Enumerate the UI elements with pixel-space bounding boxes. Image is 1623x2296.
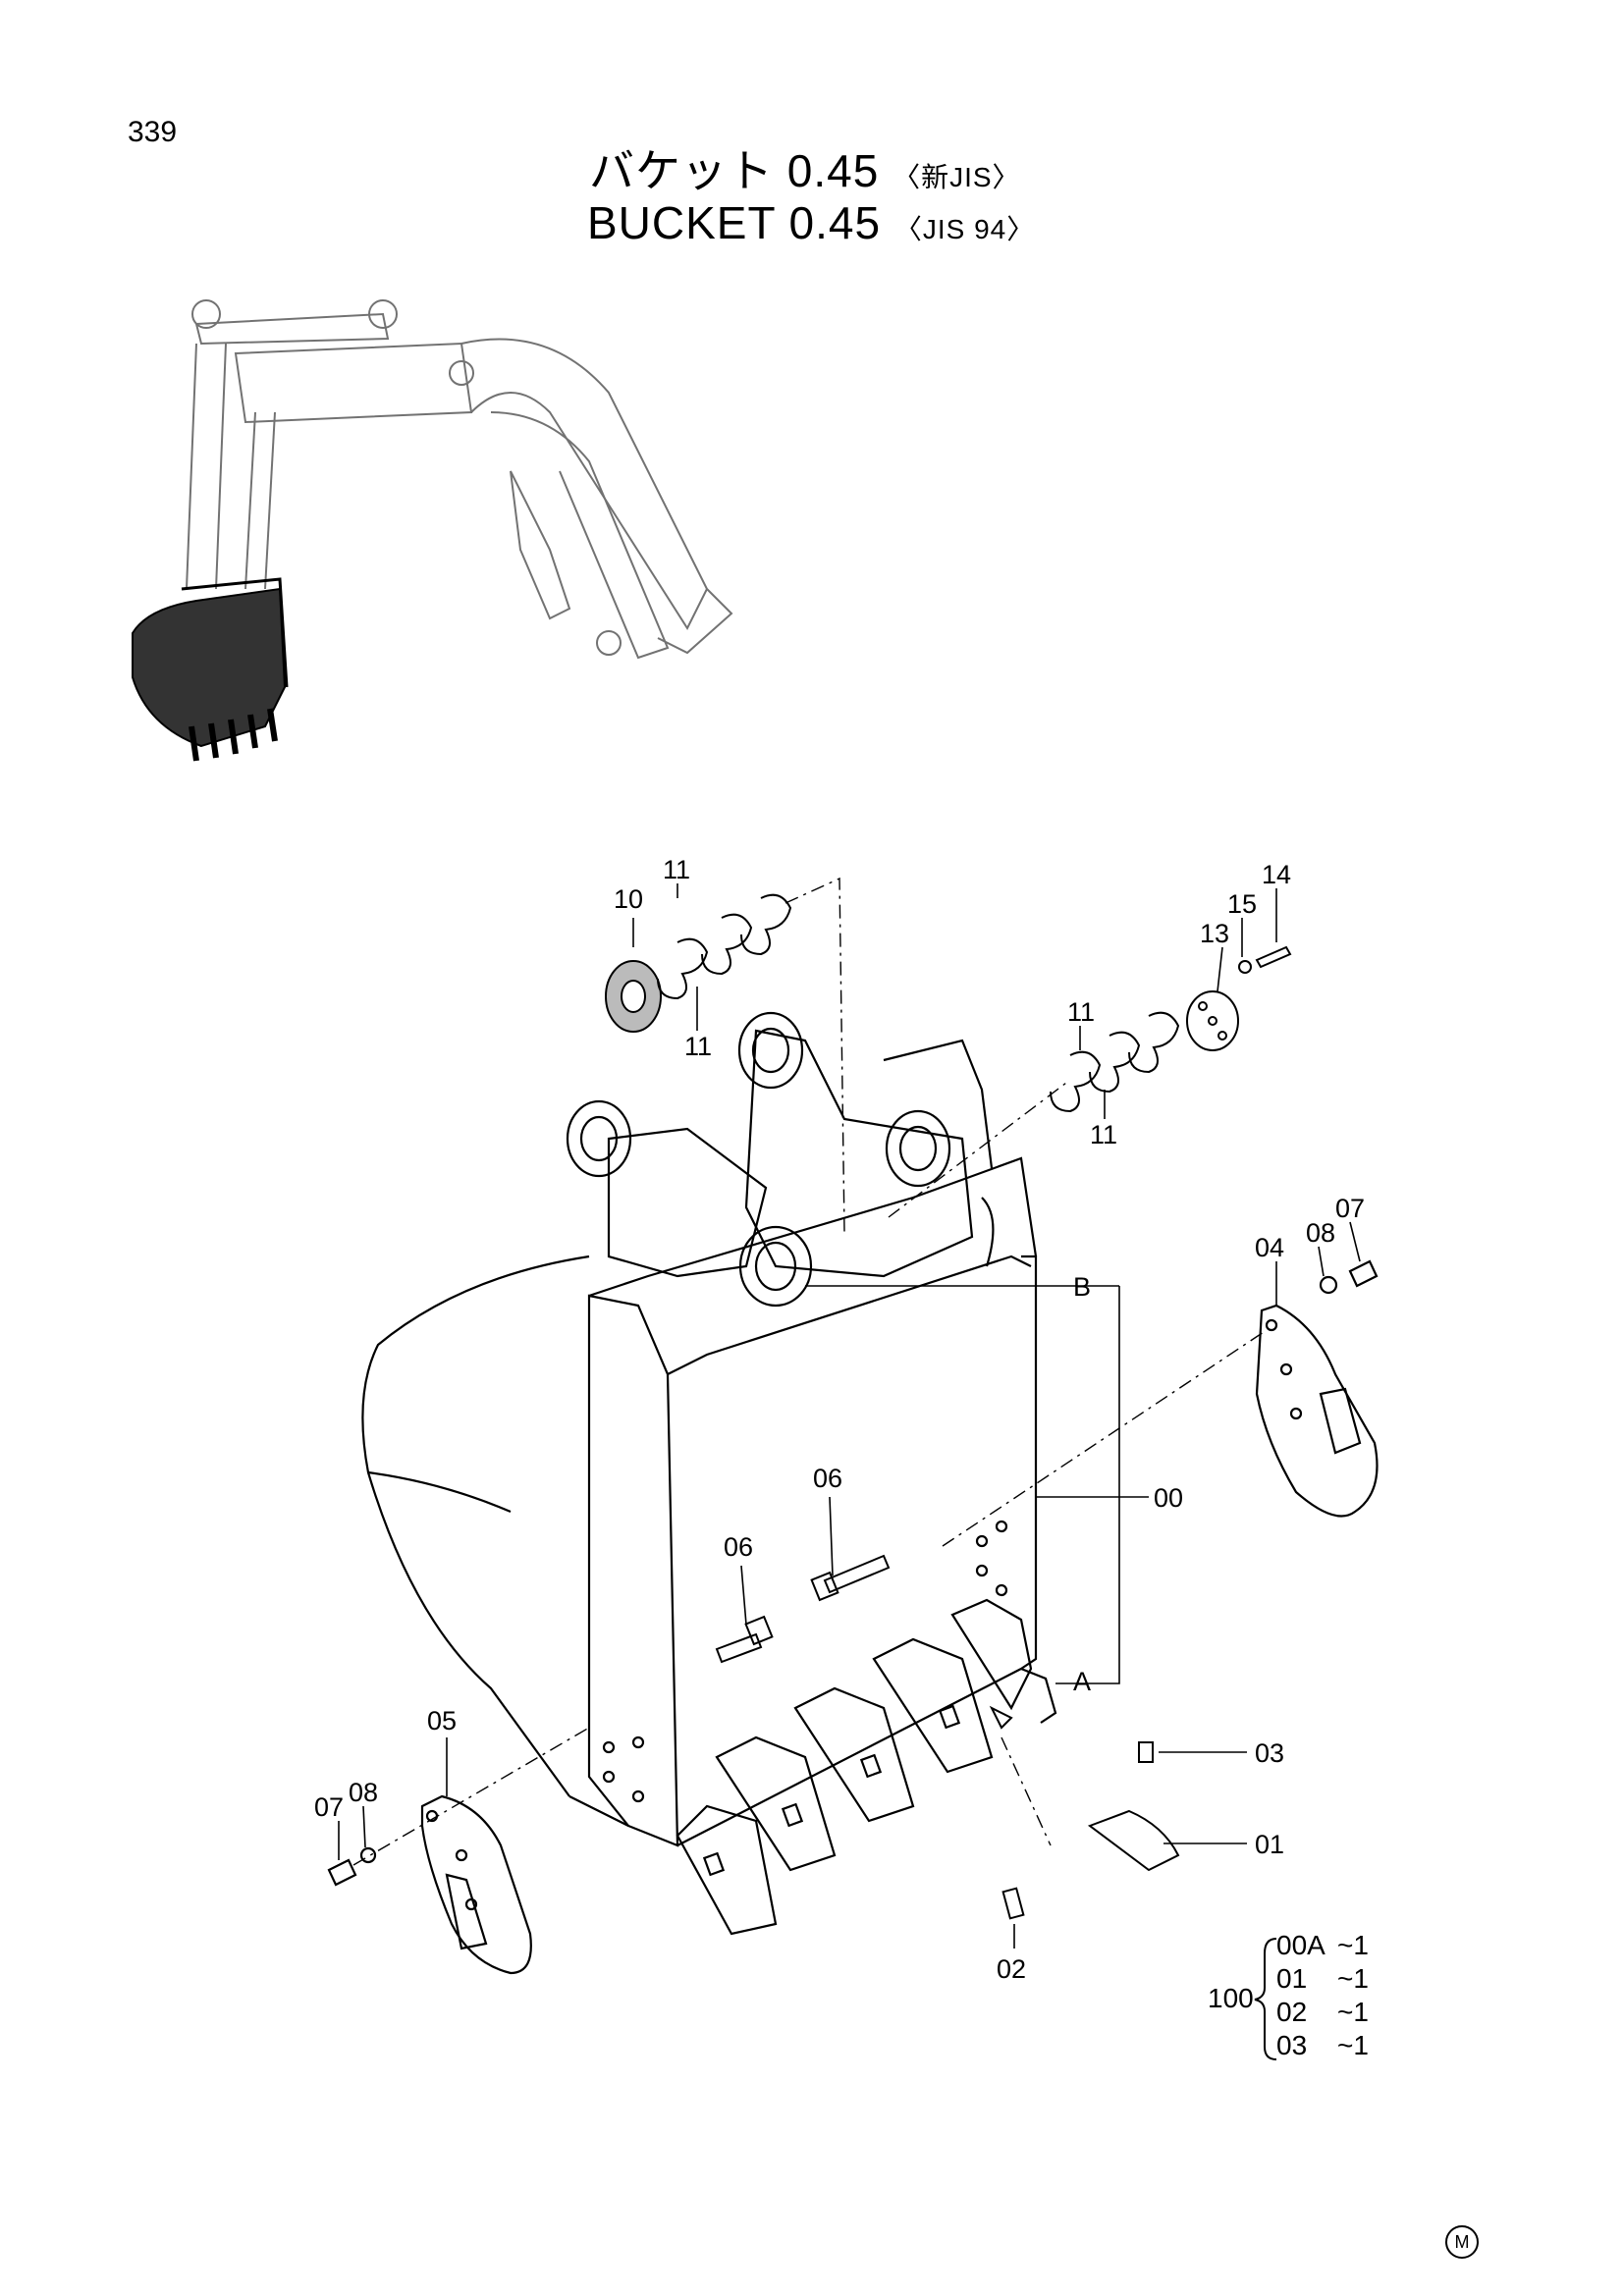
callout-05: 05: [427, 1706, 457, 1735]
side-cutter-left: [327, 1794, 532, 1975]
kit-item: 03~1: [1276, 2030, 1369, 2060]
callout-06-right: 06: [813, 1464, 842, 1493]
title-jp-suffix: 〈新JIS〉: [893, 162, 1021, 192]
callout-11-c: 11: [1067, 997, 1095, 1027]
kit-item: 01~1: [1276, 1963, 1369, 1994]
bolts: [715, 1554, 891, 1664]
side-cutter-right: [1255, 1259, 1379, 1518]
callout-11-b: 11: [684, 1032, 712, 1061]
title-japanese: バケット 0.45 〈新JIS〉: [589, 135, 1021, 200]
retainer-group-right: [1050, 945, 1292, 1113]
callout-07-right: 07: [1335, 1194, 1365, 1223]
retainer-group-left: [605, 893, 792, 1033]
title-en-main: BUCKET 0.45: [587, 197, 882, 248]
center-lines: [352, 877, 1268, 1866]
callout-00: 00: [1154, 1483, 1183, 1513]
title-jp-main: バケット 0.45: [589, 145, 880, 196]
loose-tooth-parts: [989, 1705, 1180, 1920]
callout-03: 03: [1255, 1738, 1284, 1768]
callout-10: 10: [614, 884, 643, 914]
kit-brace: [1254, 1938, 1277, 2060]
callout-06-left: 06: [724, 1532, 753, 1562]
kit-item: 02~1: [1276, 1997, 1369, 2027]
callout-13: 13: [1200, 919, 1229, 948]
ref-b: B: [1073, 1272, 1091, 1302]
callout-14: 14: [1262, 860, 1291, 889]
kit-parent-number: 100: [1208, 1983, 1254, 2013]
page-number: 339: [128, 116, 178, 148]
callout-02: 02: [997, 1954, 1026, 1984]
callout-01: 01: [1255, 1830, 1284, 1859]
title-en-suffix: 〈JIS 94〉: [893, 214, 1036, 244]
callout-11-d: 11: [1090, 1120, 1117, 1149]
callout-08-right: 08: [1306, 1218, 1335, 1248]
kit-item: 00A~1: [1276, 1930, 1369, 1960]
callout-11-a: 11: [663, 855, 690, 884]
callout-15: 15: [1227, 889, 1257, 919]
leader-lines: [338, 883, 1361, 1949]
callout-07-left: 07: [314, 1792, 344, 1822]
bucket-overview-shaded: [132, 577, 289, 762]
ref-a: A: [1073, 1667, 1091, 1696]
callout-04: 04: [1255, 1233, 1284, 1262]
excavator-overview: [186, 299, 733, 660]
title-english: BUCKET 0.45 〈JIS 94〉: [587, 196, 1035, 249]
callout-labels: 10 11 11 11 11 13 15 14 04 08 07 B 00 A …: [314, 855, 1365, 1984]
teeth-row: [676, 1598, 1057, 1936]
bucket-body: [361, 1011, 1038, 1847]
callout-08-left: 08: [349, 1778, 378, 1807]
corner-mark: M: [1445, 2225, 1479, 2259]
kit-list: 00A~1 01~1 02~1 03~1: [1276, 1929, 1369, 2062]
